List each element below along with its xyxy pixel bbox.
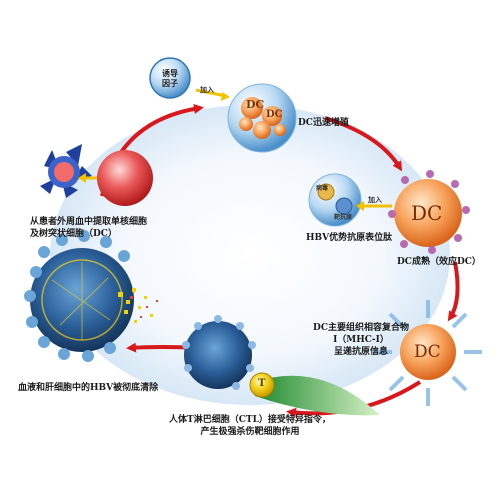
mhc-present-label: DC主要组织相容复合物 Ⅰ（MHC-Ⅰ） 呈递抗原信息 [313,323,409,357]
ctl-target-cell [182,315,256,390]
dc-mature-label: DC成熟（效应DC） [397,257,481,267]
cycle-arrow-2 [324,116,403,172]
infected-liver-cell [24,230,158,362]
add-arrow-2-head [356,201,364,211]
hbv-antigen-label: HBV优势抗原表位肽 [306,233,393,243]
inducer-label: 诱导 因子 [162,68,178,88]
mature-dc-cell [388,170,470,254]
presenting-dc-cell [374,300,482,406]
dc-proliferate-label: DC迅速增殖 [298,118,349,128]
add-arrow-1 [195,88,227,98]
add-label-1: 加入 [200,85,214,94]
dc-text-mature: DC [411,201,443,225]
dc-text-1: DC [246,98,265,111]
peptide-tag: 靶抗原 [334,214,353,221]
monocyte-cell [40,144,92,198]
extract-cells-label: 从患者外周血中提取单核细胞 及树突状细胞（DC） [30,217,148,239]
dc-text-present: DC [414,342,441,362]
cycle-arrow-3 [447,261,460,322]
t-cell-trail [255,375,380,416]
hbv-peptide-bubble [308,173,362,227]
extract-arrow-head [78,173,86,183]
hbv-cleared-label: 血液和肝细胞中的HBV被彻底清除 [18,383,159,393]
red-blood-cell [97,150,153,206]
add-arrow-1-head [221,92,230,101]
t-cell [249,372,275,398]
dc-proliferate-cluster [227,83,297,153]
inducer-factor [149,57,191,99]
add-label-2: 加入 [368,195,382,204]
ctl-attack-label: 人体T淋巴细胞（CTL）接受特异指令， 产生极强杀伤靶细胞作用 [169,415,331,437]
t-cell-text: T [258,378,266,389]
dc-text-2: DC [266,109,283,120]
virus-tag: 病毒 [316,185,329,192]
